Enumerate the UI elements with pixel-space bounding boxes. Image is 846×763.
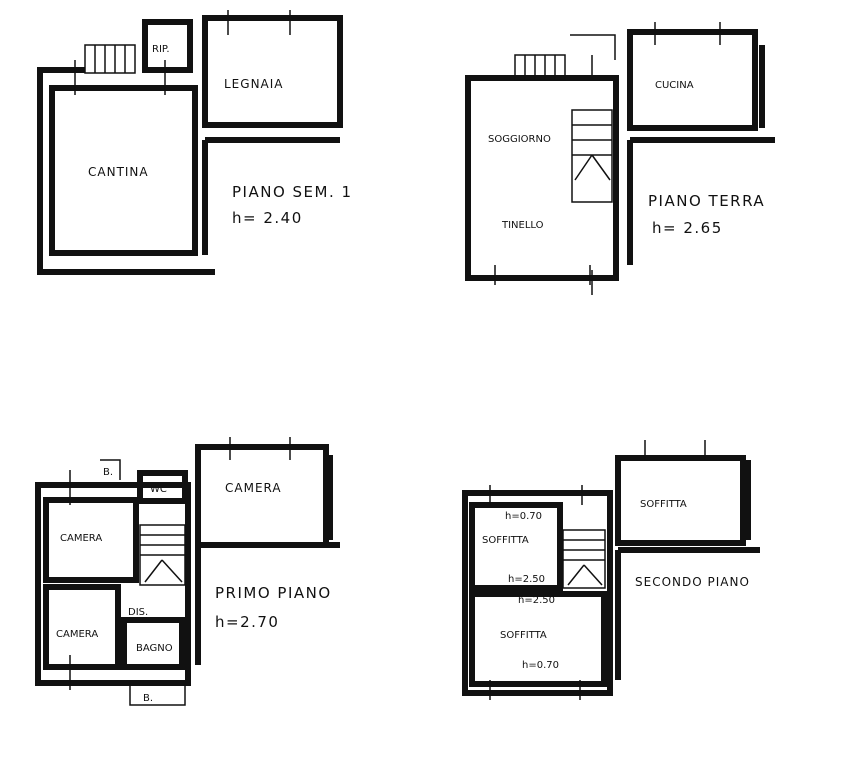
room-camera-2 (43, 584, 121, 670)
plan-height: h=2.70 (215, 613, 279, 631)
outer-wall (35, 482, 191, 686)
room-soffitta-1 (469, 502, 563, 591)
label-balcony: B. (143, 693, 153, 704)
label-soffitta: SOFFITTA (482, 535, 529, 546)
height-note: h=2.50 (518, 595, 555, 606)
stairs (562, 529, 606, 589)
plan-height: h= 2.65 (652, 219, 723, 237)
label-tinello: TINELLO (501, 220, 544, 231)
room-cucina (627, 29, 758, 131)
label-bagno: BAGNO (136, 643, 173, 654)
plan-title: PIANO SEM. 1 (232, 183, 353, 201)
label-cucina: CUCINA (655, 80, 694, 91)
outer-wall (37, 67, 215, 275)
label-rip: RIP. (152, 44, 170, 55)
label-camera: CAMERA (60, 533, 102, 544)
room-ripostiglio (142, 19, 193, 73)
height-note: h=2.50 (508, 574, 545, 585)
label-camera: CAMERA (225, 481, 282, 495)
label-camera: CAMERA (56, 629, 98, 640)
label-cantina: CANTINA (88, 165, 149, 179)
label-soffitta: SOFFITTA (500, 630, 547, 641)
stairs (84, 44, 136, 74)
room-camera-3 (195, 444, 329, 548)
entry-steps (514, 54, 566, 81)
plan-primo-piano: CAMERA CAMERA CAMERA WC DIS. BAGNO B. B.… (35, 437, 340, 706)
plan-title: PRIMO PIANO (215, 584, 332, 602)
room-bagno (121, 617, 185, 670)
room-wc (137, 470, 188, 504)
plan-height: h= 2.40 (232, 209, 303, 227)
plan-piano-terra: SOGGIORNO TINELLO CUCINA PIANO TERRA h= … (465, 22, 775, 295)
label-soggiorno: SOGGIORNO (488, 134, 551, 145)
label-wc: WC (150, 484, 167, 495)
room-soffitta-2 (469, 591, 607, 687)
room-camera-1 (43, 497, 139, 583)
plan-piano-seminterrato: CANTINA LEGNAIA RIP. PIANO SEM. 1 h= 2.4… (37, 10, 353, 275)
height-note: h=0.70 (505, 511, 542, 522)
height-note: h=0.70 (522, 660, 559, 671)
plan-title: PIANO TERRA (648, 192, 765, 210)
plan-title: SECONDO PIANO (635, 575, 750, 589)
label-legnaia: LEGNAIA (224, 77, 284, 91)
room-soffitta-3 (615, 455, 746, 546)
label-soffitta: SOFFITTA (640, 499, 687, 510)
plan-secondo-piano: SOFFITTA SOFFITTA SOFFITTA h=0.70 h=2.50… (462, 440, 760, 700)
outer-wall (462, 490, 613, 696)
room-cantina (49, 85, 198, 256)
room-soggiorno-tinello (465, 75, 619, 281)
label-balcony: B. (103, 467, 113, 478)
stairs (571, 109, 613, 203)
label-dis: DIS. (128, 607, 148, 618)
room-legnaia (202, 15, 343, 128)
